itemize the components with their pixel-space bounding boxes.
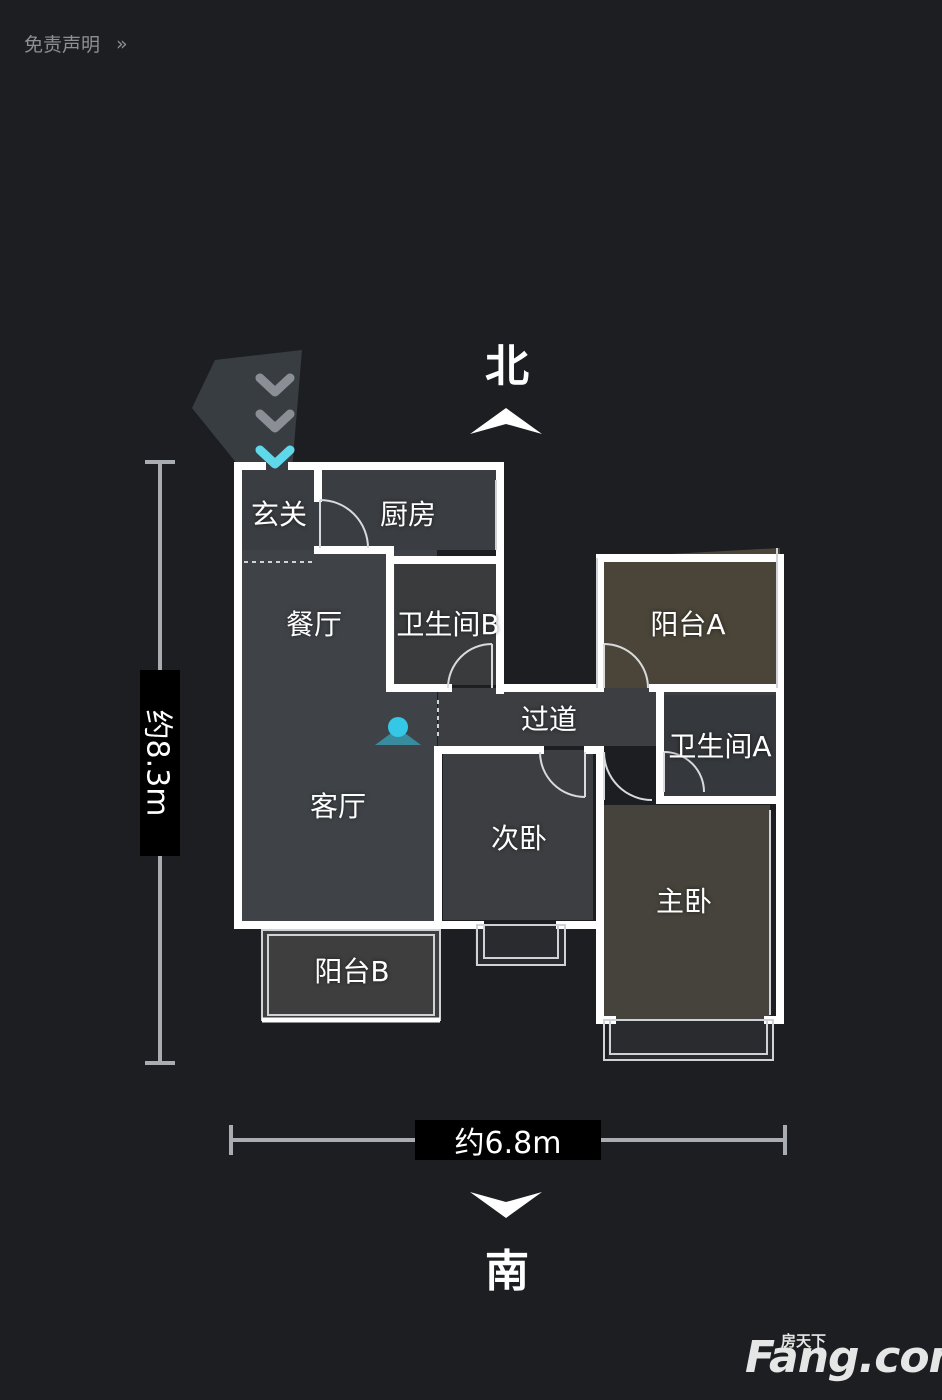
north-label: 北 bbox=[485, 341, 529, 392]
door-swings bbox=[319, 499, 705, 801]
balcony-rails bbox=[244, 480, 778, 1061]
width-dimension-label: 约6.8m bbox=[415, 1120, 601, 1161]
double-chevron-right-icon: » bbox=[116, 32, 128, 55]
height-dimension-label: 约8.3m bbox=[139, 670, 180, 856]
room-label-dining: 餐厅 bbox=[285, 608, 343, 641]
room-label-corridor: 过道 bbox=[520, 703, 578, 736]
logo-cn: 房天下 bbox=[781, 1332, 827, 1350]
walls bbox=[234, 462, 784, 1024]
room-label-entry: 玄关 bbox=[250, 498, 308, 531]
floor-fills bbox=[192, 350, 783, 1060]
logo-brand: Fang.com bbox=[745, 1332, 942, 1383]
location-marker-icon bbox=[375, 717, 421, 745]
disclaimer-link[interactable]: 免责声明 » bbox=[24, 30, 128, 57]
room-label-bath-a: 卫生间A bbox=[668, 730, 772, 763]
south-arrow-icon bbox=[470, 1192, 542, 1218]
room-label-second-bedroom: 次卧 bbox=[490, 822, 548, 855]
width-dimension-text: 约6.8m bbox=[454, 1126, 562, 1161]
room-label-living: 客厅 bbox=[309, 790, 367, 823]
height-dimension-text: 约8.3m bbox=[139, 709, 174, 817]
room-label-balcony-b: 阳台B bbox=[314, 955, 390, 988]
room-label-master-bedroom: 主卧 bbox=[655, 885, 713, 918]
room-label-balcony-a: 阳台A bbox=[650, 608, 726, 641]
north-arrow-icon bbox=[470, 408, 542, 434]
entry-arrows bbox=[255, 373, 295, 469]
disclaimer-label: 免责声明 bbox=[24, 34, 101, 56]
room-label-kitchen: 厨房 bbox=[379, 498, 437, 531]
room-label-bath-b: 卫生间B bbox=[396, 608, 500, 641]
fang-logo: Fang.com 房天下 bbox=[745, 1330, 942, 1390]
south-label: 南 bbox=[485, 1246, 529, 1297]
